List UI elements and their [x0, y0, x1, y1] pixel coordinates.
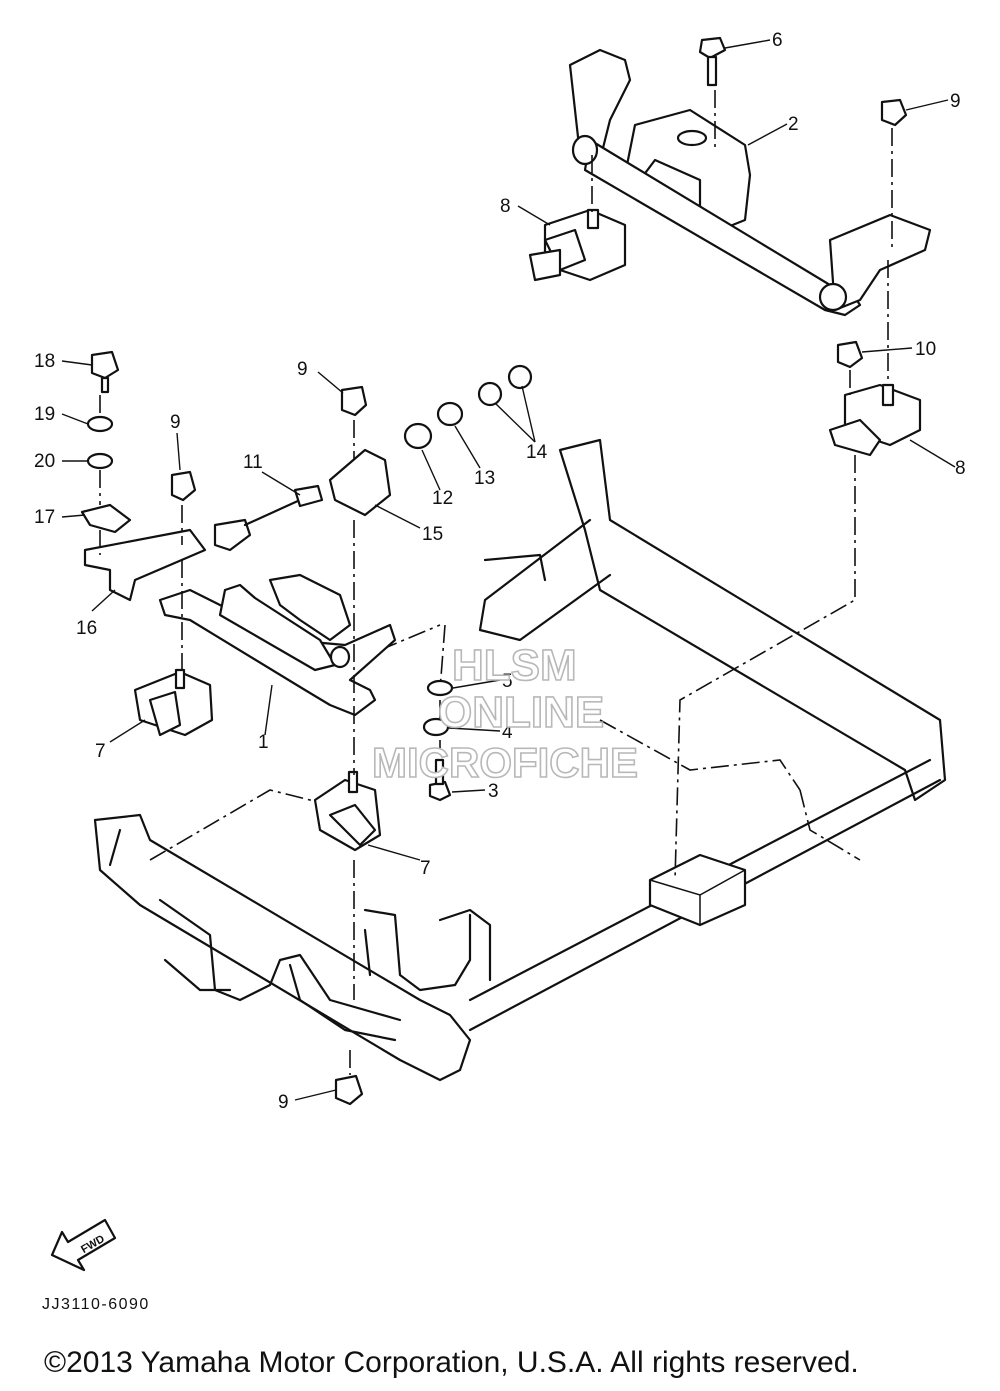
watermark-line-2: ONLINE [438, 688, 604, 737]
callout-13: 13 [474, 468, 495, 489]
callout-9-center: 9 [297, 359, 308, 380]
callout-20: 20 [34, 451, 55, 472]
engine-mount-bracket-1 [158, 573, 397, 717]
callout-9-top-right: 9 [950, 91, 961, 112]
watermark-line-3: MICROFICHE [372, 739, 638, 786]
callout-1: 1 [258, 732, 269, 753]
watermark: HLSM ONLINE MICROFICHE [371, 640, 639, 787]
callout-labels: 6 2 9 8 10 8 18 19 20 17 16 9 11 9 15 12… [34, 30, 966, 1113]
callout-11: 11 [243, 452, 263, 473]
callout-3: 3 [488, 781, 499, 802]
callout-15: 15 [422, 524, 443, 545]
front-cross-member [568, 48, 932, 317]
forward-direction-arrow: FWD [50, 1218, 117, 1272]
drawing-code: JJ3110-6090 [42, 1296, 150, 1313]
engine-mount-7-center [313, 770, 382, 852]
callout-17: 17 [34, 507, 55, 528]
callout-8-right: 8 [955, 458, 966, 479]
callout-7-left: 7 [95, 741, 106, 762]
callout-2: 2 [788, 114, 799, 135]
callout-9-left: 9 [170, 412, 181, 433]
watermark-line-1: HLSM [452, 641, 577, 690]
left-bracket-assembly [80, 448, 392, 602]
alignment-lines [99, 90, 893, 1075]
callout-19: 19 [34, 404, 55, 425]
callout-8-upper: 8 [500, 196, 511, 217]
callout-16: 16 [76, 618, 97, 639]
callout-leaders [61, 39, 956, 1101]
callout-12: 12 [432, 488, 453, 509]
callout-9-bottom: 9 [278, 1092, 289, 1113]
callout-14: 14 [526, 442, 548, 463]
callout-7-center: 7 [420, 858, 431, 879]
engine-mount-7-left [133, 668, 214, 737]
callout-18: 18 [34, 351, 55, 372]
callout-4: 4 [502, 722, 513, 743]
engine-mount-8-right [828, 383, 922, 457]
fasteners [86, 36, 908, 1106]
callout-6: 6 [772, 30, 783, 51]
callout-10: 10 [915, 339, 936, 360]
copyright-notice: ©2013 Yamaha Motor Corporation, U.S.A. A… [44, 1346, 859, 1379]
frame-chassis [93, 438, 947, 1082]
engine-mount-8-upper [528, 208, 627, 282]
callout-5: 5 [502, 671, 513, 692]
